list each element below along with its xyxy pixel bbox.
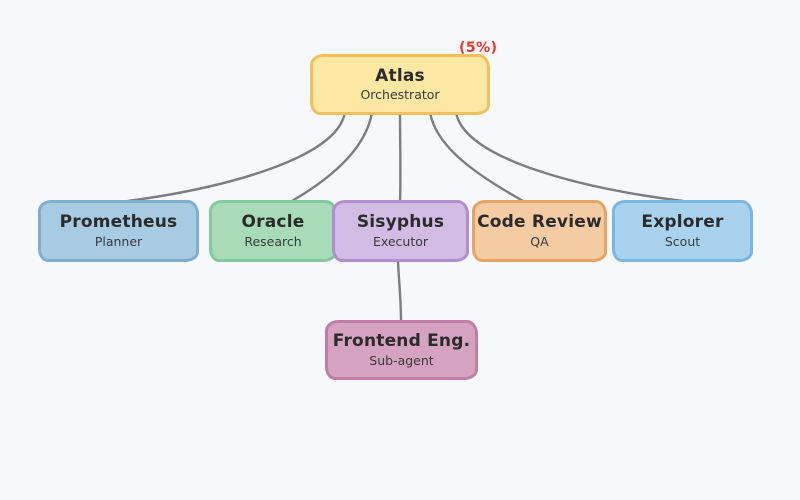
percentage-badge: (5%) (459, 40, 498, 56)
node-sisyphus-title: Sisyphus (356, 212, 445, 233)
node-atlas-subtitle: Orchestrator (360, 87, 440, 103)
edge-group (126, 110, 685, 323)
node-oracle[interactable]: Oracle Research (209, 200, 337, 262)
edge-atlas-prometheus (126, 110, 347, 203)
node-atlas[interactable]: Atlas Orchestrator (310, 54, 490, 115)
node-code-review-title: Code Review (477, 212, 602, 233)
node-frontend-eng-title: Frontend Eng. (332, 331, 471, 352)
node-code-review-subtitle: QA (530, 233, 549, 249)
node-explorer-subtitle: Scout (664, 233, 701, 249)
node-frontend-eng[interactable]: Frontend Eng. Sub-agent (325, 320, 478, 380)
node-sisyphus[interactable]: Sisyphus Executor (332, 200, 469, 262)
node-explorer[interactable]: Explorer Scout (612, 200, 753, 262)
edge-atlas-oracle (290, 110, 374, 203)
node-prometheus[interactable]: Prometheus Planner (38, 200, 199, 262)
edge-atlas-explorer (454, 110, 685, 203)
edge-atlas-code-review (428, 110, 525, 203)
node-atlas-title: Atlas (375, 65, 425, 86)
node-explorer-title: Explorer (641, 212, 724, 233)
node-frontend-eng-subtitle: Sub-agent (369, 352, 434, 368)
node-code-review[interactable]: Code Review QA (472, 200, 607, 262)
node-prometheus-subtitle: Planner (94, 233, 143, 249)
edge-sisyphus-frontend (396, 260, 403, 323)
node-oracle-subtitle: Research (244, 233, 302, 249)
node-sisyphus-subtitle: Executor (372, 233, 429, 249)
node-oracle-title: Oracle (241, 212, 305, 233)
node-prometheus-title: Prometheus (59, 212, 178, 233)
